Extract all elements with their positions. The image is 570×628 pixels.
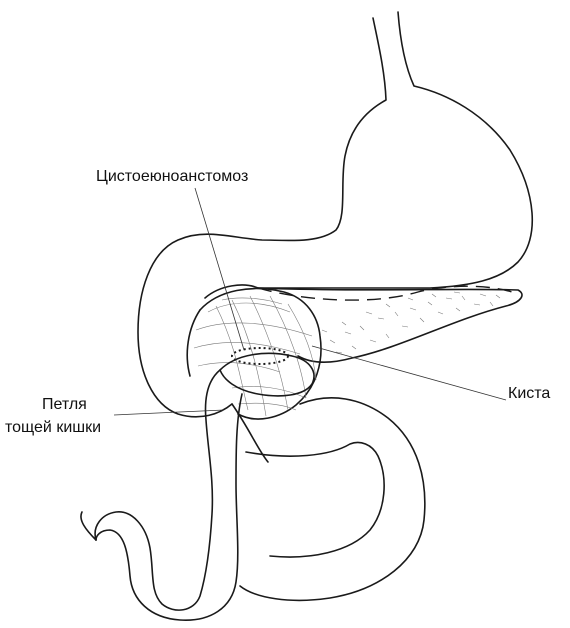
leader-line-cystojejunostomy: [195, 188, 244, 350]
duodenum: [232, 398, 425, 601]
stomach: [138, 12, 532, 417]
anastomosis-opening: [232, 348, 288, 364]
label-cyst: Киста: [508, 385, 550, 402]
jejunal-loop: [81, 353, 314, 620]
label-cystojejunostomy: Цистоеюноанстомоз: [96, 168, 248, 185]
label-loop-line2: тощей кишки: [5, 419, 101, 436]
pancreas: [258, 288, 522, 362]
leader-line-loop: [114, 410, 224, 415]
label-loop-line1: Петля: [42, 396, 87, 413]
leader-line-cyst: [312, 346, 506, 400]
